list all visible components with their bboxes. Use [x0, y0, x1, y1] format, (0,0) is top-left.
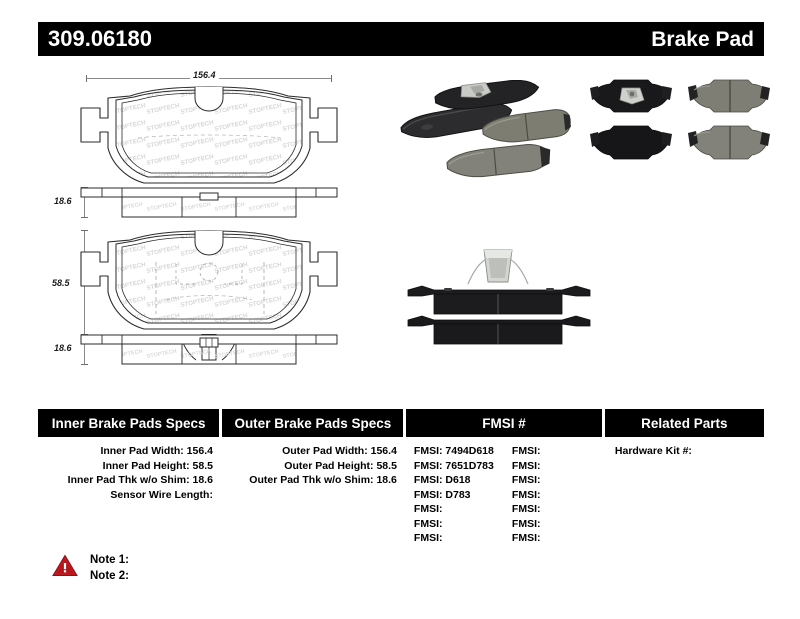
related-parts-cell: Hardware Kit #:	[605, 444, 764, 546]
height-dimension-tick-top	[81, 230, 88, 231]
column-header-related-parts: Related Parts	[604, 409, 764, 437]
specifications-table: Inner Brake Pads Specs Outer Brake Pads …	[38, 409, 764, 546]
notes-section: Note 1: Note 2:	[52, 552, 129, 584]
inner-spec-line: Inner Pad Thk w/o Shim: 18.6	[67, 474, 213, 486]
fmsi-line: FMSI:	[511, 503, 541, 515]
warning-triangle-icon	[52, 554, 78, 576]
outer-spec-line: Outer Pad Thk w/o Shim: 18.6	[249, 474, 397, 486]
thickness-top-tick-lower	[81, 217, 88, 218]
fmsi-column-right: FMSI: FMSI: FMSI: FMSI: FMSI: FMSI: FMSI…	[504, 444, 602, 546]
thickness-top-dimension-label: 18.6	[54, 196, 72, 206]
height-dimension-label: 58.5	[52, 276, 70, 290]
pad-face-view-bottom: STOPTECH	[80, 230, 338, 330]
inner-spec-line: Inner Pad Width: 156.4	[100, 445, 213, 457]
width-dimension-tick-right	[331, 75, 332, 82]
fmsi-line: FMSI: D618	[413, 474, 471, 486]
inner-spec-line: Inner Pad Height: 58.5	[102, 459, 213, 472]
fmsi-cell: FMSI: 7494D618 FMSI: 7651D783 FMSI: D618…	[406, 444, 602, 546]
page-title: Brake Pad	[651, 27, 754, 51]
note-1-label: Note 1:	[90, 554, 129, 566]
column-header-inner-specs: Inner Brake Pads Specs	[38, 409, 220, 437]
pad-edge-view-top: STOPTECH	[80, 187, 338, 218]
fmsi-line: FMSI:	[511, 474, 541, 486]
fmsi-line: FMSI:	[511, 445, 541, 457]
photo-flat-brake-pad-set	[590, 79, 770, 160]
fmsi-line: FMSI:	[413, 532, 443, 544]
fmsi-line: FMSI:	[511, 488, 541, 501]
column-header-fmsi: FMSI #	[406, 409, 602, 437]
fmsi-column-left: FMSI: 7494D618 FMSI: 7651D783 FMSI: D618…	[406, 444, 504, 546]
fmsi-line: FMSI: 7651D783	[413, 459, 494, 472]
related-part-line: Hardware Kit #:	[614, 445, 692, 457]
thickness-bottom-dimension-line	[84, 334, 85, 364]
thickness-bottom-dimension-label: 18.6	[54, 343, 72, 353]
inner-spec-line: Sensor Wire Length:	[110, 488, 213, 501]
fmsi-line: FMSI:	[511, 517, 541, 530]
fmsi-line: FMSI: D783	[413, 488, 471, 501]
photo-edge-view-pad-pair-with-clip	[407, 249, 591, 345]
note-2-label: Note 2:	[90, 570, 129, 582]
product-photos-panel	[392, 72, 772, 382]
fmsi-line: FMSI:	[511, 459, 541, 472]
fmsi-line: FMSI: 7494D618	[413, 445, 494, 457]
column-header-outer-specs: Outer Brake Pads Specs	[222, 409, 404, 437]
page-header-bar: 309.06180 Brake Pad	[38, 22, 764, 56]
outer-specs-cell: Outer Pad Width: 156.4 Outer Pad Height:…	[222, 444, 403, 546]
specifications-table-body-row: Inner Pad Width: 156.4 Inner Pad Height:…	[38, 444, 764, 546]
outer-spec-line: Outer Pad Width: 156.4	[282, 445, 397, 457]
width-dimension-tick-left	[86, 75, 87, 82]
thickness-top-dimension-line	[84, 187, 85, 217]
fmsi-line: FMSI:	[413, 503, 443, 515]
photo-angled-brake-pad-set	[400, 80, 571, 178]
technical-drawings-panel: 156.4 STOPTECH 18.6 STOPTECH	[38, 62, 388, 382]
fmsi-line: FMSI:	[511, 532, 541, 544]
pad-face-view-top: STOPTECH	[80, 86, 338, 184]
part-number: 309.06180	[48, 26, 152, 51]
fmsi-line: FMSI:	[413, 517, 443, 530]
pad-edge-view-bottom: STOPTECH	[80, 334, 338, 365]
specifications-table-header-row: Inner Brake Pads Specs Outer Brake Pads …	[38, 409, 764, 437]
outer-spec-line: Outer Pad Height: 58.5	[284, 459, 397, 472]
width-dimension-label: 156.4	[190, 70, 219, 80]
thickness-bottom-tick-lower	[81, 364, 88, 365]
inner-specs-cell: Inner Pad Width: 156.4 Inner Pad Height:…	[38, 444, 219, 546]
